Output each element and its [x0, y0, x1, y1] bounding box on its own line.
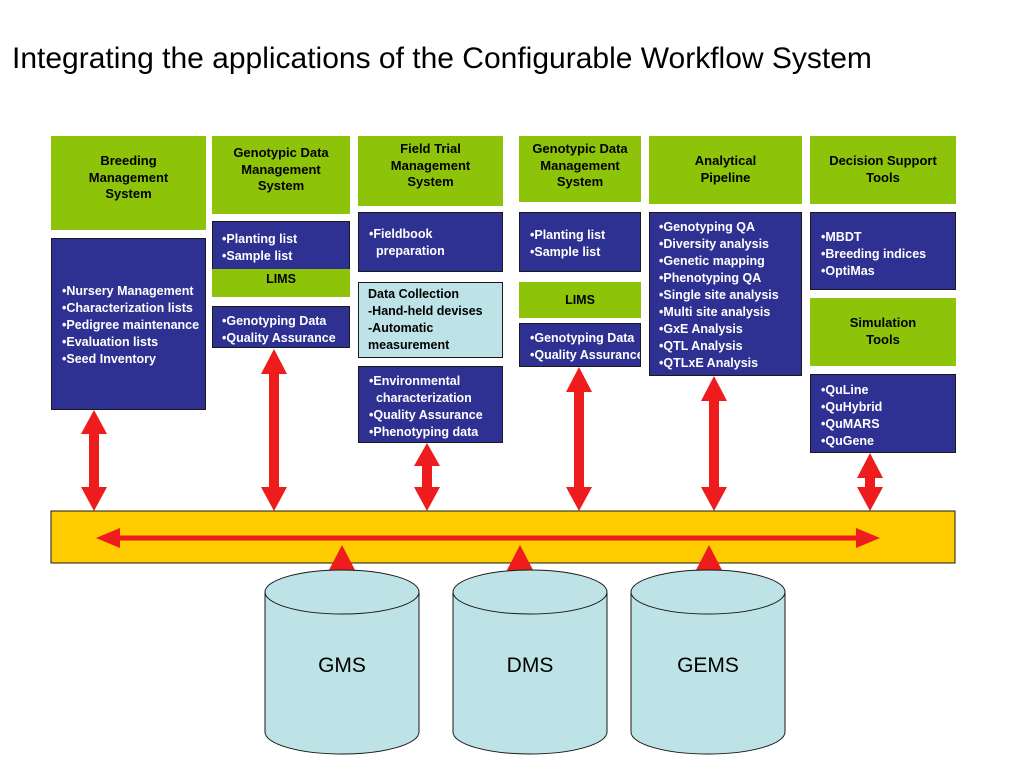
list-item: •QTLxE Analysis [659, 356, 759, 370]
list-item: •Sample list [222, 248, 293, 263]
list-item: •Nursery Management [62, 284, 194, 298]
list-item: •Genotyping Data [222, 314, 327, 328]
database-gms[interactable]: GMS [264, 569, 420, 755]
list-item: -Hand-held devises [368, 303, 483, 318]
database-gms-label: GMS [318, 654, 366, 677]
arrow-breeding [81, 410, 107, 511]
list-item: •Quality Assurance [530, 347, 641, 362]
list-item: •QuHybrid [821, 399, 883, 414]
page-title: Integrating the applications of the Conf… [12, 42, 872, 75]
header-genotypic2-label: Genotypic Data Management System [532, 140, 628, 190]
list-item: preparation [369, 243, 445, 258]
lims-label-2: LIMS [565, 292, 595, 307]
list-item: •Fieldbook [369, 227, 433, 241]
list-item: •QuLine [821, 383, 869, 397]
header-analytical-label: Analytical Pipeline [694, 153, 757, 185]
list-item: •Quality Assurance [369, 407, 483, 422]
header-field-trial-management-system[interactable]: Field Trial Management System [358, 136, 503, 206]
lims-box-1[interactable]: LIMS [212, 269, 350, 297]
decision-items-box[interactable]: •MBDT •Breeding indices •OptiMas [810, 212, 956, 290]
data-collection-title: Data Collection [368, 287, 459, 301]
header-breeding-management-system[interactable]: Breeding Management System [51, 136, 206, 230]
database-gems-label: GEMS [677, 654, 739, 677]
list-item: •Characterization lists [62, 300, 193, 315]
simulation-items-box[interactable]: •QuLine •QuHybrid •QuMARS •QuGene [810, 374, 956, 453]
list-item: •Evaluation lists [62, 334, 159, 349]
header-genotypic-data-management-system-2[interactable]: Genotypic Data Management System [519, 136, 641, 202]
genotypic2-bottom-box[interactable]: •Genotyping Data •Quality Assurance [519, 323, 641, 367]
database-dms-label: DMS [507, 654, 554, 677]
list-item: •Sample list [530, 244, 601, 259]
arrow-field-trial [414, 443, 440, 511]
list-item: •Pedigree maintenance [62, 317, 200, 332]
header-analytical-pipeline[interactable]: Analytical Pipeline [649, 136, 802, 204]
list-item: •QuMARS [821, 416, 880, 431]
header-field-trial-label: Field Trial Management System [390, 140, 471, 190]
arrow-genotypic1 [261, 349, 287, 511]
arrow-analytical [701, 376, 727, 511]
list-item: •Planting list [222, 232, 298, 246]
list-item: •GxE Analysis [659, 322, 743, 336]
bus-double-arrow [96, 528, 880, 548]
breeding-items-box[interactable]: •Nursery Management •Characterization li… [51, 238, 206, 410]
header-genotypic1-label: Genotypic Data Management System [233, 144, 329, 194]
lims-box-2[interactable]: LIMS [519, 282, 641, 318]
genotypic1-bottom-box[interactable]: •Genotyping Data •Quality Assurance [212, 306, 350, 348]
arrow-simulation [857, 453, 883, 511]
header-decision-support-tools[interactable]: Decision Support Tools [810, 136, 956, 204]
list-item: •QuGene [821, 433, 874, 448]
header-genotypic-data-management-system-1[interactable]: Genotypic Data Management System [212, 136, 350, 214]
data-collection-box[interactable]: Data Collection -Hand-held devises -Auto… [358, 282, 503, 358]
list-item: •QTL Analysis [659, 339, 743, 353]
list-item: •Breeding indices [821, 246, 927, 261]
list-item: •MBDT [821, 230, 862, 244]
genotypic1-top-box[interactable]: •Planting list •Sample list [212, 221, 350, 271]
arrow-genotypic2 [566, 367, 592, 511]
database-gems[interactable]: GEMS [630, 569, 786, 755]
list-item: •Diversity analysis [659, 237, 769, 251]
header-simulation-tools[interactable]: Simulation Tools [810, 298, 956, 366]
list-item: •Genotyping Data [530, 331, 635, 345]
analytical-items-box[interactable]: •Genotyping QA •Diversity analysis •Gene… [649, 212, 802, 376]
list-item: -Automatic [368, 320, 434, 335]
field-top-box[interactable]: •Fieldbook preparation [358, 212, 503, 272]
list-item: •Genotyping QA [659, 220, 756, 234]
list-item: •Quality Assurance [222, 330, 336, 345]
header-decision-label: Decision Support Tools [829, 153, 937, 185]
list-item: •OptiMas [821, 263, 875, 278]
genotypic2-top-box[interactable]: •Planting list •Sample list [519, 212, 641, 272]
list-item: •Environmental [369, 374, 461, 388]
list-item: •Multi site analysis [659, 305, 771, 319]
list-item: characterization [369, 390, 472, 405]
header-simulation-label: Simulation Tools [849, 315, 917, 347]
header-breeding-label: Breeding Management System [88, 152, 169, 202]
list-item: measurement [368, 337, 450, 352]
field-bottom-box[interactable]: •Environmental characterization •Quality… [358, 366, 503, 443]
list-item: •Phenotyping data [369, 424, 479, 439]
list-item: •Planting list [530, 228, 606, 242]
database-dms[interactable]: DMS [452, 569, 608, 755]
list-item: •Seed Inventory [62, 351, 156, 366]
list-item: •Phenotyping QA [659, 271, 762, 285]
lims-label-1: LIMS [266, 272, 296, 286]
list-item: •Single site analysis [659, 288, 779, 302]
list-item: •Genetic mapping [659, 254, 765, 268]
